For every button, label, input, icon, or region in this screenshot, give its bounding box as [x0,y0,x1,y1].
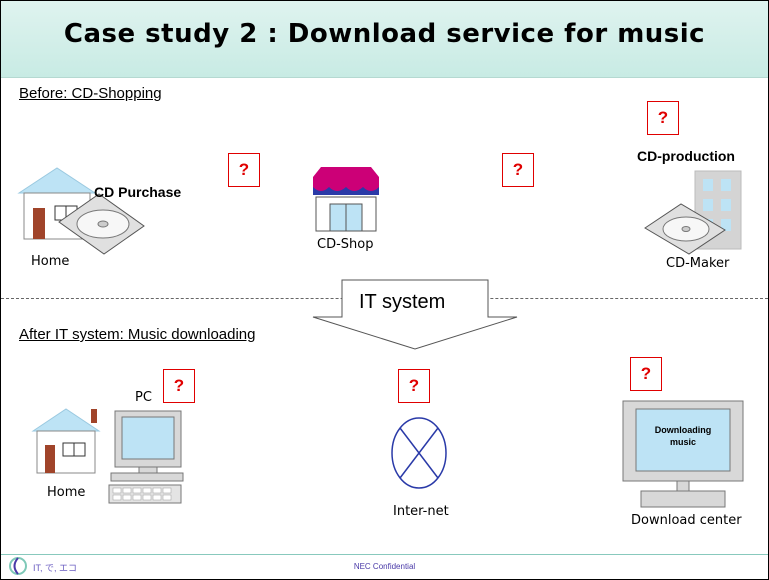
question-box-1: ? [228,153,260,187]
internet-label: Inter-net [393,504,449,519]
internet-icon [391,417,447,489]
question-box-2: ? [502,153,534,187]
it-system-label: IT system [359,291,446,313]
slide-title: Case study 2 : Download service for musi… [63,19,706,49]
question-box-3: ? [647,101,679,135]
cd-maker-label: CD-Maker [666,256,730,271]
downloading-music-label: Downloading music [654,425,712,447]
cd-case-icon [58,193,145,255]
shop-icon [313,167,379,232]
footer-divider [1,554,768,555]
pc-label: PC [135,390,152,405]
cd-shop-label: CD-Shop [317,237,374,252]
after-section-label: After IT system: Music downloading [19,326,256,343]
cd-case-icon [644,203,726,255]
footer-confidential: NEC Confidential [353,562,416,571]
logo-icon [9,557,27,575]
cd-production-label: CD-production [637,148,735,164]
question-box-4: ? [163,369,195,403]
house-icon [31,408,101,474]
title-bar: Case study 2 : Download service for musi… [1,1,768,78]
footer-logo-text: IT, で, エコ [33,563,78,573]
question-box-5: ? [398,369,430,403]
cd-purchase-label: CD Purchase [94,184,182,200]
server-monitor-icon [622,400,744,508]
computer-icon [108,410,184,504]
home-label-before: Home [31,254,70,269]
home-label-after: Home [47,485,86,500]
before-section-label: Before: CD-Shopping [19,85,162,102]
question-box-6: ? [630,357,662,391]
down-arrow-icon [312,279,518,350]
download-center-label: Download center [631,513,742,528]
